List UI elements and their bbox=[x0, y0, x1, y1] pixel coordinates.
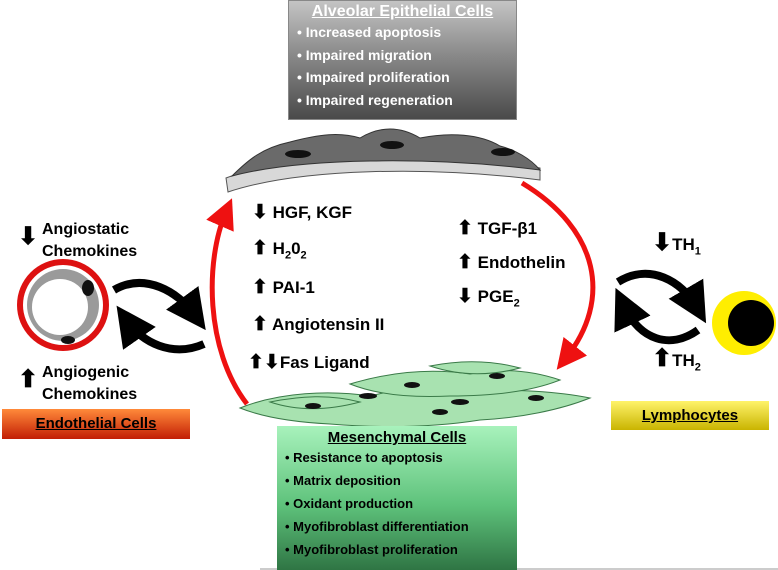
down-arrow-icon: ⬇ bbox=[457, 286, 473, 307]
black-arrow-mesenchymal-to-lymphocyte bbox=[615, 269, 707, 324]
mesenchymal-item: Myofibroblast proliferation bbox=[277, 538, 517, 561]
up-arrow-icon: ⬆ bbox=[252, 277, 268, 298]
mesenchymal-item: Oxidant production bbox=[277, 492, 517, 515]
mesenchymal-nuclei bbox=[305, 373, 544, 415]
red-arrow-epithelial-to-mesenchymal bbox=[520, 180, 596, 370]
th1-subscript: 1 bbox=[694, 245, 701, 258]
up-arrow-icon: ⬆ bbox=[252, 314, 268, 335]
mediator-angiotensin: ⬆ Angiotensin II bbox=[252, 313, 384, 336]
alveolar-epithelial-box: Alveolar Epithelial Cells Increased apop… bbox=[288, 0, 517, 120]
up-arrow-icon: ⬆ bbox=[457, 252, 473, 273]
mediator-text: Fas Ligand bbox=[279, 353, 370, 372]
alveolar-epithelial-title: Alveolar Epithelial Cells bbox=[311, 3, 494, 20]
mediator-subscript: 2 bbox=[284, 249, 292, 262]
up-arrow-icon: ⬆ bbox=[252, 238, 268, 259]
down-arrow-icon: ⬇ bbox=[18, 223, 39, 250]
mediator-text: PAI-1 bbox=[272, 278, 315, 297]
mediator-tgf-b1: ⬆ TGF-β1 bbox=[457, 217, 537, 240]
mediator-pai1: ⬆ PAI-1 bbox=[252, 276, 315, 299]
mesenchymal-box: Mesenchymal Cells Resistance to apoptosi… bbox=[277, 426, 517, 570]
mediator-text: Endothelin bbox=[477, 253, 566, 272]
red-arrow-mesenchymal-to-epithelial bbox=[206, 198, 249, 406]
mediator-text: Angiotensin II bbox=[272, 315, 385, 334]
alveolar-item: Impaired regeneration bbox=[289, 89, 516, 112]
th2-label: ⬆TH2 bbox=[652, 344, 701, 373]
mediator-text: HGF, KGF bbox=[272, 203, 352, 222]
mediator-subscript: 2 bbox=[300, 249, 307, 262]
down-arrow-icon: ⬇ bbox=[252, 202, 268, 223]
angiogenic-line1: Angiogenic bbox=[42, 364, 130, 381]
up-arrow-icon: ⬆ bbox=[18, 366, 39, 393]
th1-label: ⬇TH1 bbox=[652, 228, 701, 257]
mediator-fas-ligand: ⬆⬇Fas Ligand bbox=[248, 351, 370, 374]
alveolar-item: Increased apoptosis bbox=[289, 21, 516, 44]
mesenchymal-item: Matrix deposition bbox=[277, 469, 517, 492]
endothelial-cells-label: Endothelial Cells bbox=[2, 409, 190, 439]
mediator-hgf-kgf: ⬇ HGF, KGF bbox=[252, 201, 352, 224]
lymphocyte-cell bbox=[712, 291, 776, 355]
mesenchymal-item: Resistance to apoptosis bbox=[277, 446, 517, 469]
mesenchymal-title: Mesenchymal Cells bbox=[327, 429, 467, 446]
th1-text: TH bbox=[672, 235, 695, 254]
mediator-endothelin: ⬆ Endothelin bbox=[457, 251, 565, 274]
mediator-text: TGF-β1 bbox=[477, 219, 538, 238]
black-arrow-mesenchymal-to-endothelial bbox=[116, 305, 206, 354]
up-down-arrow-icon: ⬆⬇ bbox=[248, 352, 280, 373]
mesenchymal-fibroblasts bbox=[238, 361, 592, 428]
mediator-text-mid: 0 bbox=[291, 239, 301, 258]
alveolar-item: Impaired proliferation bbox=[289, 66, 516, 89]
angiogenic-line2: Chemokines bbox=[42, 386, 138, 403]
up-arrow-icon: ⬆ bbox=[457, 218, 473, 239]
th2-text: TH bbox=[672, 351, 695, 370]
alveolar-epithelium bbox=[225, 128, 542, 193]
alveolar-item: Impaired migration bbox=[289, 44, 516, 67]
mediator-text: H bbox=[272, 239, 285, 258]
black-arrow-endothelial-to-mesenchymal bbox=[111, 279, 206, 331]
mediator-h2o2: ⬆ H202 bbox=[252, 237, 307, 261]
black-arrow-lymphocyte-to-mesenchymal bbox=[614, 287, 701, 345]
mediator-pge2: ⬇ PGE2 bbox=[457, 285, 520, 309]
endothelial-vessel bbox=[17, 259, 109, 351]
angiostatic-line2: Chemokines bbox=[42, 243, 138, 260]
th2-subscript: 2 bbox=[694, 361, 701, 374]
lymphocytes-label: Lymphocytes bbox=[611, 401, 769, 430]
mesenchymal-item: Myofibroblast differentiation bbox=[277, 515, 517, 538]
mediator-text: PGE bbox=[477, 287, 514, 306]
down-arrow-icon: ⬇ bbox=[652, 229, 673, 256]
mediator-subscript: 2 bbox=[513, 297, 520, 310]
angiostatic-line1: Angiostatic bbox=[42, 221, 130, 238]
up-arrow-icon: ⬆ bbox=[652, 345, 673, 372]
